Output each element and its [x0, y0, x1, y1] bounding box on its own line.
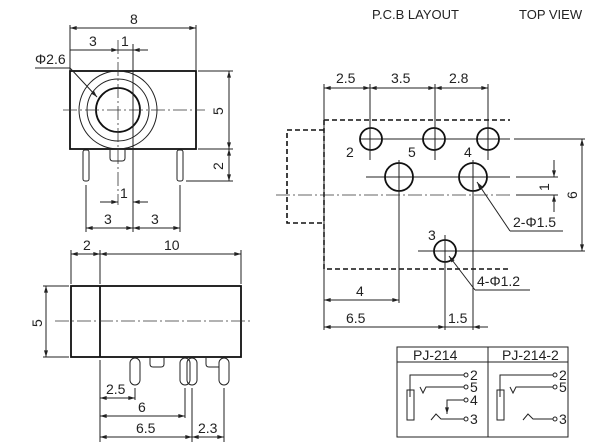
pcb-layout-label: P.C.B LAYOUT — [372, 7, 459, 22]
hole-large-callout: 2-Φ1.5 — [513, 214, 556, 230]
dim-diameter: Φ2.6 — [35, 51, 66, 67]
pj214-pin-2: 2 — [470, 367, 478, 383]
pcb-hole-5 — [422, 127, 446, 151]
table-header-pj2142: PJ-214-2 — [502, 347, 559, 363]
dim-center-offset: 1 — [121, 33, 129, 49]
dim-pcb-v-small: 1 — [536, 183, 552, 191]
dim-d1: 2.5 — [106, 381, 126, 397]
pj214-pin-4: 4 — [470, 392, 478, 408]
dim-d3: 6.5 — [136, 420, 156, 436]
pj214-pin-3: 3 — [470, 411, 478, 427]
side-view: 2 10 5 2.5 6 6.5 2.3 — [29, 237, 250, 442]
pin-label-5: 5 — [408, 144, 416, 160]
dim-side-height: 5 — [29, 319, 45, 327]
dim-pin-length: 2 — [210, 162, 226, 170]
pcb-layout: 2.5 3.5 2.8 2 5 4 3 1 6 2-Φ1.5 4-Φ1.2 4 … — [276, 70, 585, 330]
top-view-label: TOP VIEW — [519, 7, 583, 22]
dim-d2: 6 — [138, 399, 146, 415]
pj2142-pin-3: 3 — [559, 411, 567, 427]
dim-bottom-offset: 1 — [120, 185, 128, 201]
dim-pcb-top-1: 2.5 — [336, 70, 356, 86]
pj2142-pin-2: 2 — [559, 367, 567, 383]
pj214-pin-5: 5 — [470, 379, 478, 395]
pj2142-pin-5: 5 — [559, 379, 567, 395]
schematic-table: PJ-214 PJ-214-2 2 5 4 3 2 5 3 — [396, 346, 569, 438]
dim-d4: 2.3 — [198, 420, 218, 436]
dim-pcb-top-3: 2.8 — [449, 70, 469, 86]
dim-pin-right: 3 — [151, 211, 159, 227]
front-view: 8 3 1 Φ2.6 5 2 1 3 3 — [35, 11, 233, 232]
dim-width: 8 — [130, 11, 138, 27]
pin-label-3: 3 — [428, 227, 436, 243]
dim-pcb-bottom-1: 4 — [356, 283, 364, 299]
dim-pcb-bottom-2: 6.5 — [346, 310, 366, 326]
pin-label-4: 4 — [464, 144, 472, 160]
table-header-pj214: PJ-214 — [413, 347, 458, 363]
dim-pcb-top-2: 3.5 — [391, 70, 411, 86]
dim-body-length: 10 — [164, 237, 180, 253]
dim-height: 5 — [210, 107, 226, 115]
pcb-hole-2 — [359, 127, 383, 151]
dim-pcb-bottom-3: 1.5 — [448, 310, 468, 326]
dim-offset: 3 — [89, 33, 97, 49]
pin-label-2: 2 — [346, 144, 354, 160]
dim-pin-left: 3 — [104, 211, 112, 227]
dim-pcb-v-large: 6 — [564, 191, 580, 199]
hole-small-callout: 4-Φ1.2 — [477, 273, 520, 289]
dim-front-depth: 2 — [83, 237, 91, 253]
